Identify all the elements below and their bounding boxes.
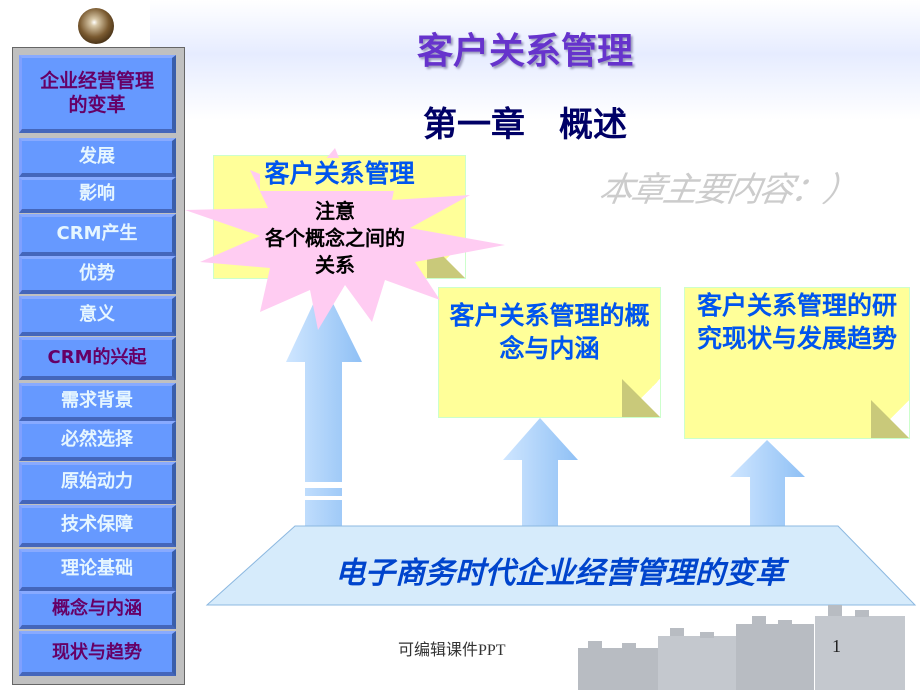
base-trapezoid: [205, 525, 917, 606]
sidebar-item-label: 必然选择: [61, 429, 133, 451]
note-fold-shadow: [871, 400, 909, 438]
sidebar-header-button[interactable]: 企业经营管理的变革: [19, 55, 176, 133]
sidebar-item-label: 需求背景: [61, 390, 133, 412]
sidebar-item-yiyi[interactable]: 意义: [19, 296, 176, 336]
sidebar-item-yuanshi-dongli[interactable]: 原始动力: [19, 462, 176, 504]
sidebar-item-lilun-jichu[interactable]: 理论基础: [19, 549, 176, 591]
page-number: 1: [832, 636, 841, 656]
arrow-up-middle: [503, 418, 578, 530]
sidebar-item-yingxiang[interactable]: 影响: [19, 177, 176, 213]
title-gradient-band: [150, 0, 920, 120]
sidebar-item-label: 原始动力: [61, 471, 133, 493]
slide-title: 客户关系管理: [416, 31, 633, 72]
sidebar-item-jishu-baozhang[interactable]: 技术保障: [19, 505, 176, 547]
sidebar-item-label: 影响: [79, 183, 115, 205]
footer-text: 可编辑课件PPT: [398, 642, 506, 659]
note-research: 客户关系管理的研究现状与发展趋势: [684, 287, 910, 439]
sidebar-item-crm-xingqi[interactable]: CRM的兴起: [19, 337, 176, 380]
sidebar-item-fazhan[interactable]: 发展: [19, 138, 176, 177]
sphere-ornament: [78, 8, 114, 44]
arrow-up-right: [730, 440, 805, 530]
base-label: 电子商务时代企业经营管理的变革: [335, 556, 785, 591]
note-fold-shadow: [622, 379, 660, 417]
sidebar-item-label: 发展: [79, 145, 115, 167]
note-concept-text: 客户关系管理的概念与内涵: [449, 301, 650, 363]
sidebar-item-biran-xuanze[interactable]: 必然选择: [19, 421, 176, 461]
chapter-heading: 第一章 概述: [423, 105, 627, 145]
callout-line-1: 注意: [315, 199, 355, 223]
sidebar-item-xianzhuang[interactable]: 现状与趋势: [19, 631, 176, 676]
callout-text: 注意各个概念之间的关系: [225, 198, 445, 279]
sidebar-item-gainian[interactable]: 概念与内涵: [19, 591, 176, 629]
sidebar-item-label: CRM的兴起: [47, 346, 147, 368]
sidebar-item-label: CRM产生: [56, 223, 138, 245]
sidebar-item-xuqiu-beijing[interactable]: 需求背景: [19, 383, 176, 421]
callout-line-2: 各个概念之间的: [265, 226, 405, 250]
note-concept: 客户关系管理的概念与内涵: [438, 287, 661, 418]
sidebar-item-label: 技术保障: [61, 514, 133, 536]
arrow-up-large: [286, 283, 362, 530]
sidebar-item-label: 优势: [79, 263, 115, 285]
sidebar-item-crm-chansheng[interactable]: CRM产生: [19, 214, 176, 256]
sidebar-header-label: 企业经营管理的变革: [39, 69, 154, 116]
callout-line-3: 关系: [315, 253, 355, 277]
note-crm-text: 客户关系管理: [260, 158, 419, 191]
sidebar-item-label: 理论基础: [61, 558, 133, 580]
sidebar-item-youshi[interactable]: 优势: [19, 256, 176, 294]
sidebar-item-label: 现状与趋势: [52, 641, 142, 663]
note-research-text: 客户关系管理的研究现状与发展趋势: [696, 291, 897, 353]
callout-starburst: [185, 148, 505, 330]
buildings-illustration: [578, 605, 905, 690]
sidebar-item-label: 概念与内涵: [52, 598, 142, 620]
sidebar-item-label: 意义: [79, 304, 115, 326]
